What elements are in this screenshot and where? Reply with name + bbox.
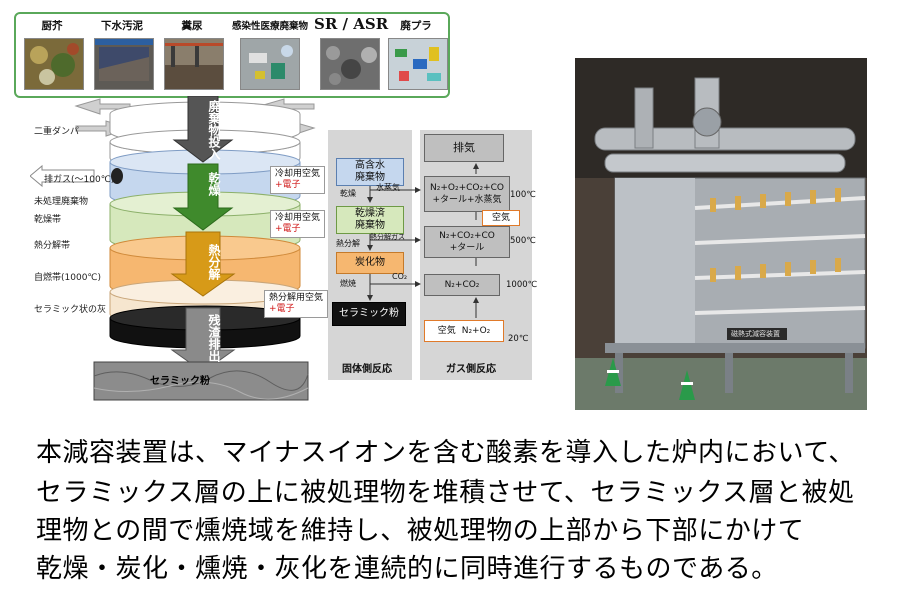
description-line-2: セラミックス層の上に被処理物を堆積させて、セラミックス層と被処 — [36, 478, 855, 508]
waste-input-arrow — [172, 96, 234, 163]
high-moisture-waste-box: 高含水 廃棄物 — [336, 158, 404, 186]
pyrolysis-step-label: 熱分解 — [336, 239, 360, 248]
dried-waste-box: 乾燥済 廃棄物 — [336, 206, 404, 234]
pyrolysis-arrow — [170, 231, 236, 297]
waste-excreta: 糞尿 — [160, 14, 224, 94]
excreta-facility-photo — [164, 38, 224, 90]
box-line: 廃棄物 — [355, 220, 385, 231]
combustion-step-label: 燃焼 — [340, 279, 356, 288]
ceramic-powder-image — [93, 361, 309, 401]
pyrolysis-zone-label: 熱分解帯 — [34, 241, 71, 251]
drying-arrow — [172, 163, 234, 231]
note-electron: +電子 — [275, 224, 301, 234]
gas-mix-box-1: N₂+O₂+CO₂+CO +タール+水蒸気 — [424, 176, 510, 212]
gas-mix-box-3: N₂+CO₂ — [424, 274, 500, 296]
waste-label: SR / ASR — [314, 15, 389, 33]
box-line: セラミック粉 — [339, 308, 399, 319]
pyrolysis-gas-label: 熱分解ガス — [370, 233, 405, 241]
description-line-4: 乾燥・炭化・燻焼・灰化を連続的に同時進行するものである。 — [36, 554, 778, 584]
exhaust-box: 排気 — [424, 134, 504, 162]
box-line: N₂+CO₂ — [444, 280, 480, 290]
gas-side-footer: ガス側反応 — [446, 364, 496, 375]
steam-label: 水蒸気 — [376, 183, 400, 192]
co2-label: CO₂ — [392, 272, 408, 281]
ceramic-powder-box: セラミック粉 — [332, 302, 406, 326]
char-box: 炭化物 — [336, 252, 404, 274]
reactor-stack-diagram — [30, 96, 316, 401]
description-line-1: 本減容装置は、マイナスイオンを含む酸素を導入した炉内において、 — [36, 438, 855, 468]
waste-types-panel: 厨芥 下水汚泥 糞尿 感染性医療廃棄物 SR / ASR 廃プラ — [14, 12, 450, 98]
ceramic-powder-label: セラミック粉 — [150, 376, 210, 387]
waste-label: 糞尿 — [181, 20, 203, 32]
waste-label: 厨芥 — [41, 20, 63, 32]
double-damper-label: 二重ダンパ — [34, 127, 80, 137]
cooling-air-note-2: 冷却用空気 +電子 — [270, 210, 326, 238]
box-line: N₂+O₂+CO₂+CO — [430, 183, 504, 193]
box-line: 空気 — [437, 326, 456, 336]
box-line: 炭化物 — [355, 257, 385, 268]
box-line: +タール+水蒸気 — [432, 195, 502, 205]
box-line: 廃棄物 — [355, 172, 385, 183]
residue-discharge-label: 残渣排出 — [207, 314, 221, 362]
temp-20: 20℃ — [508, 334, 529, 344]
waste-input-label: 廃棄物投入 — [207, 100, 221, 160]
temp-100: 100℃ — [510, 190, 536, 200]
temp-500: 500℃ — [510, 236, 536, 246]
drying-step-label: 乾燥 — [340, 189, 356, 198]
note-line: 冷却用空気 — [275, 169, 321, 179]
equipment-photo — [575, 58, 867, 410]
box-line: +タール — [449, 243, 485, 253]
waste-label: 下水汚泥 — [101, 20, 143, 32]
exhaust-gas-label: 排ガス(～100℃) — [44, 175, 115, 185]
note-line: 熱分解用空気 — [269, 293, 324, 303]
air-input-box: 空気 N₂+O₂ — [424, 320, 504, 342]
waste-medical: 感染性医療廃棄物 — [230, 14, 310, 94]
drying-label: 乾燥 — [207, 172, 221, 196]
box-line: 高含水 — [355, 160, 385, 171]
sr-asr-photo — [320, 38, 380, 90]
side-air-box: 空気 — [482, 210, 520, 226]
box-line: N₂+O₂ — [461, 326, 491, 336]
waste-sr-asr: SR / ASR — [314, 14, 389, 94]
kitchen-waste-photo — [24, 38, 84, 90]
box-line: N₂+CO₂+CO — [439, 231, 495, 241]
description-line-3: 理物との間で燻焼域を維持し、被処理物の上部から下部にかけて — [36, 516, 805, 546]
untreated-waste-label: 未処理廃棄物 — [34, 197, 89, 207]
pyrolysis-air-note: 熱分解用空気 +電子 — [264, 290, 329, 318]
solid-side-footer: 固体側反応 — [342, 364, 392, 375]
residue-arrow — [170, 307, 236, 373]
waste-label: 感染性医療廃棄物 — [231, 21, 308, 32]
medical-waste-photo — [240, 38, 300, 90]
cooling-air-note-1: 冷却用空気 +電子 — [270, 166, 326, 194]
combustion-zone-label: 自燃帯(1000℃) — [34, 273, 102, 283]
box-line: 空気 — [491, 213, 510, 223]
note-electron: +電子 — [275, 180, 301, 190]
exhaust-arrow — [30, 164, 95, 188]
temp-1000: 1000℃ — [506, 280, 538, 290]
drying-zone-label: 乾燥帯 — [34, 215, 62, 225]
pyrolysis-label: 熱分解 — [207, 244, 221, 280]
note-line: 冷却用空気 — [275, 213, 321, 223]
waste-plastic: 廃プラ — [384, 14, 448, 94]
waste-sludge: 下水汚泥 — [90, 14, 154, 94]
waste-kitchen: 厨芥 — [20, 14, 84, 94]
box-line: 排気 — [453, 141, 475, 154]
note-electron: +電子 — [269, 304, 295, 314]
equipment-nameplate: 磁熱式減容装置 — [731, 330, 780, 338]
waste-plastic-photo — [388, 38, 448, 90]
box-line: 乾燥済 — [355, 208, 385, 219]
gas-mix-box-2: N₂+CO₂+CO +タール — [424, 226, 510, 258]
waste-label: 廃プラ — [400, 20, 432, 32]
ceramic-ash-label: セラミック状の灰 — [34, 305, 107, 315]
sewage-sludge-photo — [94, 38, 154, 90]
